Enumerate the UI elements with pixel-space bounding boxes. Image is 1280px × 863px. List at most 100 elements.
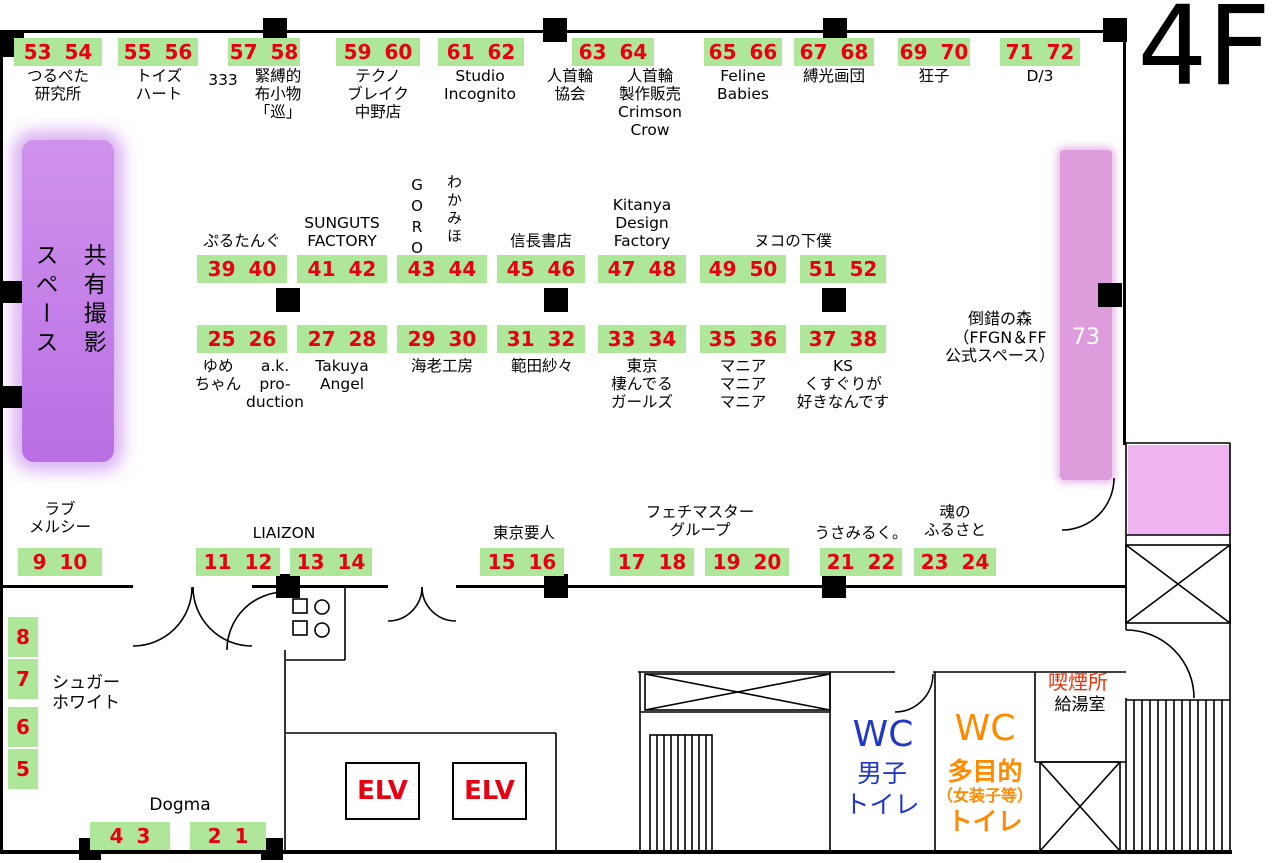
- label-toys-heart: トイズ ハート: [135, 67, 183, 104]
- booth-47-48: 47 48: [598, 255, 686, 283]
- pillar: [544, 288, 568, 312]
- booth-59-60: 59 60: [336, 38, 420, 66]
- label-kitanya-design-factory: Kitanya Design Factory: [612, 196, 672, 251]
- smoking-area-label: 喫煙所: [1048, 670, 1108, 694]
- booth-31-32: 31 32: [497, 325, 585, 353]
- label-yumechan: ゆめ ちゃん: [194, 357, 242, 394]
- label-mania-mania-mania: マニア マニア マニア: [719, 357, 767, 412]
- booth-71-72: 71 72: [1000, 38, 1080, 66]
- booth-15-16: 15 16: [480, 548, 564, 576]
- booth-43-44: 43 44: [397, 255, 487, 283]
- label-purutangu: ぷるたんぐ: [203, 232, 281, 250]
- wall-segment: [1123, 30, 1126, 445]
- label-tokyo-yojin: 東京要人: [492, 524, 555, 542]
- wc-men-sub: 男子 トイレ: [844, 759, 920, 820]
- pillar: [822, 288, 846, 312]
- label-d3: D/3: [1026, 67, 1054, 85]
- wall-segment: [0, 850, 1232, 854]
- pillar: [276, 574, 300, 598]
- booth-49-50: 49 50: [700, 255, 786, 283]
- label-sugar-white: シュガー ホワイト: [52, 673, 120, 713]
- booth-19-20: 19 20: [705, 548, 789, 576]
- pillar: [1103, 18, 1127, 42]
- booth-57-58: 57 58: [228, 38, 300, 66]
- pillar: [1098, 283, 1122, 307]
- booth-21-22: 21 22: [820, 548, 902, 576]
- booth-5: 5: [8, 749, 38, 789]
- label-usamiruku: うさみるく。: [814, 524, 908, 542]
- booth-67-68: 67 68: [794, 38, 874, 66]
- booth-39-40: 39 40: [197, 255, 287, 283]
- wall-segment: [252, 585, 388, 588]
- label-nobunaga-shoten: 信長書店: [509, 232, 572, 250]
- label-hitokubiwa-kyokai: 人首輪 協会: [546, 67, 594, 104]
- booth-17-18: 17 18: [610, 548, 694, 576]
- label-handa-sasa: 範田紗々: [510, 357, 573, 375]
- booth-35-36: 35 36: [700, 325, 786, 353]
- booth-45-46: 45 46: [497, 255, 585, 283]
- booth-6: 6: [8, 707, 38, 747]
- label-goro: GORO: [408, 176, 426, 260]
- floor-title: 4F: [1137, 0, 1271, 110]
- booth-73-number: 73: [1072, 325, 1100, 350]
- shared-photo-space-label: 共有撮影 スペース: [31, 243, 106, 359]
- booth-4-3: 4 3: [90, 822, 170, 850]
- label-bakko-gadan: 縛光画団: [802, 67, 865, 85]
- label-fetish-master-group: フェチマスター グループ: [645, 503, 755, 540]
- label-crimson-crow: 人首輪 製作販売 Crimson Crow: [618, 67, 682, 140]
- wc-men-title: WC: [852, 714, 914, 755]
- booth-69-70: 69 70: [898, 38, 970, 66]
- elevator-box-2: ELV: [452, 762, 527, 820]
- label-ks-kusuguri: KS くすぐりが 好きなんです: [796, 357, 890, 412]
- booth-8: 8: [8, 617, 38, 657]
- booth-29-30: 29 30: [397, 325, 487, 353]
- booth-63-64: 63 64: [572, 38, 654, 66]
- pillar: [0, 281, 22, 303]
- booth-23-24: 23 24: [914, 548, 996, 576]
- booth-37-38: 37 38: [800, 325, 886, 353]
- label-studio-incognito: Studio Incognito: [444, 67, 516, 104]
- label-tokyo-sunderu-girls: 東京 棲んでる ガールズ: [610, 357, 673, 412]
- elevator-label: ELV: [464, 776, 515, 806]
- label-nuko-no-geboku: ヌコの下僕: [754, 232, 832, 250]
- label-tamashii-no-furusato: 魂の ふるさと: [923, 503, 986, 540]
- booth-65-66: 65 66: [704, 38, 782, 66]
- booth-13-14: 13 14: [290, 548, 372, 576]
- label-takuya-angel: Takuya Angel: [315, 357, 369, 394]
- label-techno-break-nakano: テクノ ブレイク 中野店: [347, 67, 409, 122]
- annex-pink-room: [1128, 445, 1230, 535]
- pillar: [544, 574, 568, 598]
- wc-multi-line2: （女装子等）: [936, 786, 1033, 805]
- label-liaizon: LIAIZON: [252, 524, 316, 542]
- elevator-box-1: ELV: [345, 762, 420, 820]
- wall-segment: [0, 30, 3, 853]
- booth-27-28: 27 28: [297, 325, 387, 353]
- label-love-merci: ラブ メルシー: [28, 500, 91, 537]
- label-ebi-kobo: 海老工房: [410, 357, 473, 375]
- booth-61-62: 61 62: [438, 38, 524, 66]
- wc-multi-line1: 多目的: [947, 757, 1023, 786]
- booth-73-zone: [1060, 150, 1112, 480]
- booth-25-26: 25 26: [197, 325, 287, 353]
- wc-multi-line3: トイレ: [947, 807, 1023, 836]
- label-feline-babies: Feline Babies: [717, 67, 769, 104]
- pillar: [822, 574, 846, 598]
- wall-segment: [456, 585, 1126, 588]
- label-sunguts-factory: SUNGUTS FACTORY: [304, 214, 380, 251]
- kitchenette-label: 給湯室: [1054, 695, 1106, 715]
- booth-55-56: 55 56: [118, 38, 198, 66]
- label-333: 333: [208, 71, 238, 89]
- booth-2-1: 2 1: [190, 822, 266, 850]
- wall-segment: [0, 585, 133, 588]
- label-tsurupeta-kenkyujo: つるぺた 研究所: [26, 67, 89, 104]
- label-tosaku-forest: 倒錯の森 （FFGN＆FF 公式スペース）: [944, 309, 1056, 366]
- elevator-label: ELV: [357, 776, 408, 806]
- wc-multi-title: WC: [954, 708, 1016, 749]
- booth-9-10: 9 10: [18, 548, 102, 576]
- pillar: [276, 288, 300, 312]
- pillar: [0, 386, 22, 408]
- label-kinbaku-meguri: 緊縛的 布小物 「巡」: [254, 67, 302, 122]
- shared-photo-space-zone: 共有撮影 スペース: [22, 140, 114, 462]
